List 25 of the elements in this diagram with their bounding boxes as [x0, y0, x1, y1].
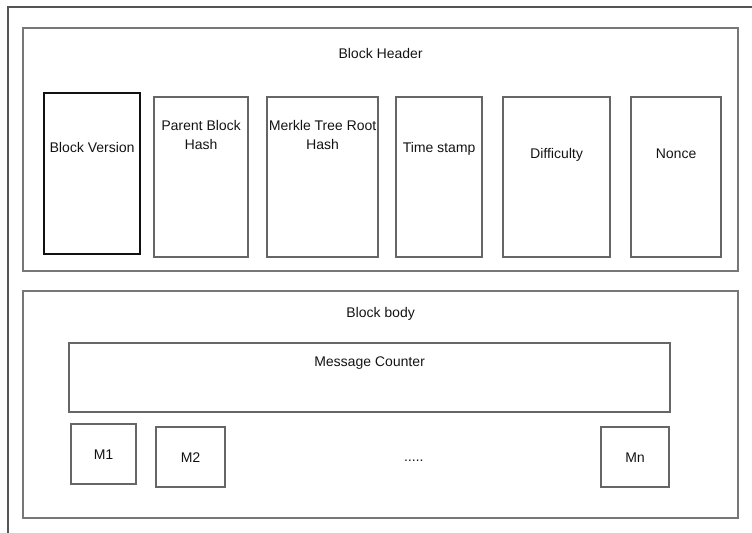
section-box: [22, 27, 739, 272]
field-box: [153, 96, 249, 258]
field-label: Parent Block Hash: [160, 116, 242, 154]
field-box: [600, 426, 670, 488]
field-label: M1: [94, 444, 114, 464]
field-box: [395, 96, 483, 258]
field-box: [630, 96, 722, 258]
field-label: Block Version: [50, 138, 134, 157]
ellipsis-text: .....: [404, 448, 424, 464]
field-box: [68, 342, 671, 413]
field-label: Difficulty: [530, 144, 583, 163]
field-label: Time stamp: [402, 138, 476, 157]
field-box: [70, 423, 137, 485]
section-title: Block Header: [337, 45, 424, 61]
field-box: [266, 96, 379, 258]
section-box: [22, 290, 739, 519]
section-title: Block body: [345, 304, 416, 320]
field-label: Message Counter: [314, 352, 425, 371]
field-label: Mn: [625, 448, 645, 466]
field-label: Merkle Tree Root Hash: [268, 116, 377, 154]
field-box: [43, 92, 141, 255]
field-box: [155, 426, 226, 488]
field-label: M2: [180, 448, 200, 466]
field-label: Nonce: [656, 144, 696, 163]
field-box: [502, 96, 611, 258]
